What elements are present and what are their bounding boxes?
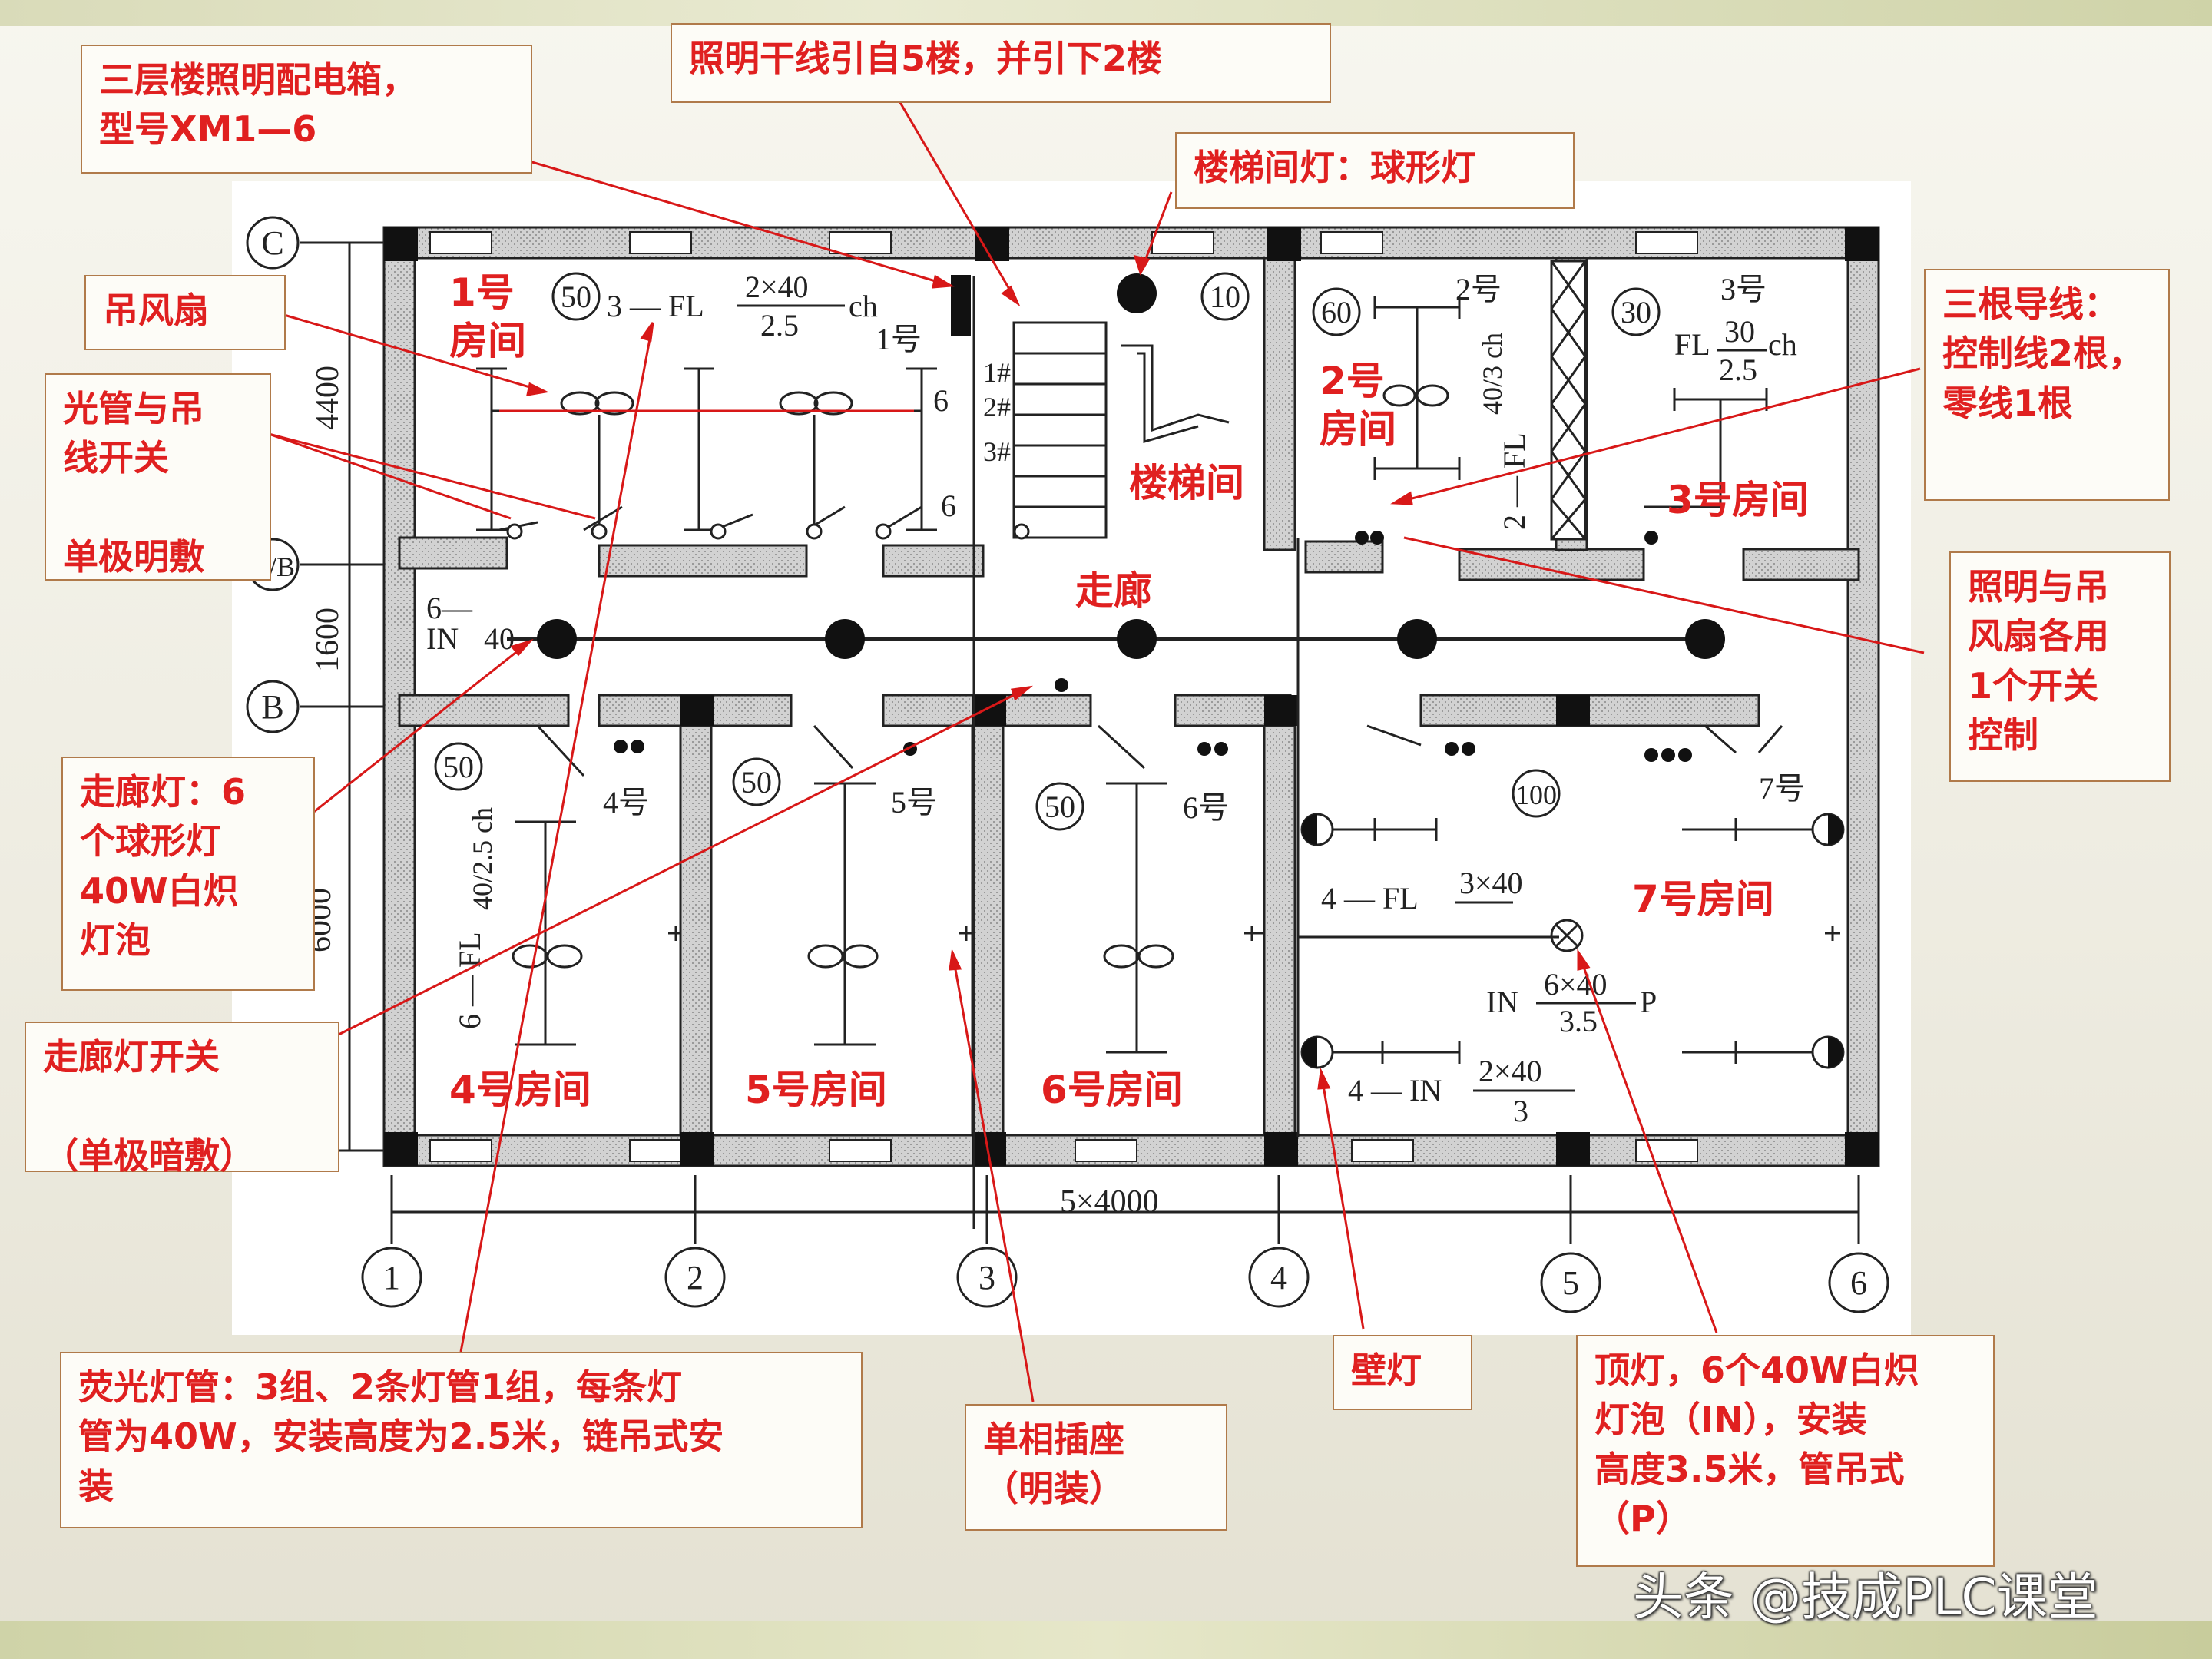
callout-shared-switch: 照明与吊 风扇各用 1个开关 控制 bbox=[1949, 551, 2171, 782]
pull-switches bbox=[506, 523, 1030, 540]
r7-no: 7号 bbox=[1759, 771, 1805, 806]
load-circles bbox=[434, 272, 1661, 831]
r4-no: 4号 bbox=[603, 785, 649, 820]
axis-label-1: 1 bbox=[383, 1259, 400, 1296]
corr-b: IN bbox=[426, 621, 459, 656]
axis-label-b: B bbox=[261, 688, 283, 726]
r7-in-bot: 3.5 bbox=[1559, 1004, 1598, 1038]
r3-load: 30 bbox=[1621, 295, 1651, 329]
r2-frac: 40/3 ch bbox=[1477, 333, 1508, 415]
r7-wall-bot: 3 bbox=[1513, 1094, 1528, 1128]
dim-span: 5×4000 bbox=[1060, 1184, 1159, 1220]
corr-a: 6— bbox=[426, 591, 473, 625]
r6-no: 6号 bbox=[1183, 790, 1229, 825]
dim-4400: 4400 bbox=[310, 366, 346, 430]
r3-frac-bot: 2.5 bbox=[1719, 353, 1757, 387]
r1-frac-bot: 2.5 bbox=[760, 308, 799, 343]
axis-label-3: 3 bbox=[979, 1259, 995, 1296]
r3-frac-top: 30 bbox=[1724, 314, 1755, 349]
stairwell-label: 楼梯间 bbox=[1129, 461, 1244, 505]
room4-label: 4号房间 bbox=[449, 1068, 591, 1112]
callout-pull-switch: 光管与吊 线开关 单极明敷 bbox=[45, 373, 271, 581]
callout-socket: 单相插座 （明装） bbox=[965, 1404, 1227, 1531]
dimension-lines bbox=[300, 241, 1860, 1244]
axis-label-5: 5 bbox=[1562, 1264, 1579, 1302]
callout-ceiling-lamp: 顶灯，6个40W白炽 灯泡（IN），安装 高度3.5米，管吊式 （P） bbox=[1576, 1335, 1995, 1567]
corridor-label: 走廊 bbox=[1075, 568, 1152, 613]
leader-lines bbox=[268, 99, 1925, 1402]
r7-wall-top: 2×40 bbox=[1479, 1054, 1542, 1088]
r3-no: 3号 bbox=[1720, 272, 1767, 306]
riser3: 3# bbox=[983, 436, 1011, 467]
top-decor-band bbox=[0, 0, 2212, 26]
r4-frac: 40/2.5 ch bbox=[467, 807, 498, 910]
riser2: 2# bbox=[983, 392, 1011, 422]
room1-label: 1号 房间 bbox=[449, 270, 526, 363]
r1-frac-top: 2×40 bbox=[745, 270, 809, 304]
room3-label: 3号房间 bbox=[1667, 478, 1809, 522]
room7-label: 7号房间 bbox=[1632, 877, 1774, 922]
r7-p: P bbox=[1640, 985, 1657, 1019]
wall-lamps bbox=[1300, 813, 1845, 1069]
r5-no: 5号 bbox=[891, 785, 937, 820]
stair-load: 10 bbox=[1210, 280, 1240, 314]
callout-ceiling-fan: 吊风扇 bbox=[84, 275, 286, 350]
r2-fixture: 2 — FL bbox=[1497, 432, 1532, 530]
r2-load: 60 bbox=[1321, 295, 1352, 329]
room6-label: 6号房间 bbox=[1041, 1068, 1183, 1112]
stairs bbox=[1012, 321, 1230, 539]
r7-fl-frac: 3×40 bbox=[1459, 866, 1523, 900]
shaft-hatch-lines bbox=[1550, 260, 1587, 540]
r5-load: 50 bbox=[741, 765, 772, 800]
stair-globe-lamp bbox=[1117, 273, 1157, 313]
riser1: 1# bbox=[983, 357, 1011, 388]
r7-in-top: 6×40 bbox=[1544, 967, 1608, 1002]
callout-distribution-box: 三层楼照明配电箱， 型号XM1—6 bbox=[81, 45, 532, 174]
watermark-text: 头条 @技成PLC课堂 bbox=[1633, 1568, 2098, 1627]
callout-main-line: 照明干线引自5楼，并引下2楼 bbox=[671, 23, 1331, 103]
axis-label-2: 2 bbox=[687, 1259, 704, 1296]
room5-label: 5号房间 bbox=[745, 1068, 887, 1112]
room2-switches bbox=[1355, 531, 1658, 545]
bottom-decor-band bbox=[0, 1621, 2212, 1659]
wire6-b: 6 bbox=[941, 488, 956, 523]
callout-stair-light: 楼梯间灯：球形灯 bbox=[1175, 132, 1575, 209]
r7-fl: 4 — FL bbox=[1321, 881, 1419, 916]
distribution-box bbox=[951, 275, 971, 336]
axis-label-c: C bbox=[261, 224, 283, 262]
r7-load: 100 bbox=[1515, 780, 1557, 810]
callout-three-wires: 三根导线： 控制线2根， 零线1根 bbox=[1924, 269, 2170, 501]
wire6-a: 6 bbox=[933, 383, 949, 418]
corr-c: 40 bbox=[484, 621, 515, 656]
r2-no: 2号 bbox=[1455, 272, 1502, 306]
r7-in: IN bbox=[1486, 985, 1518, 1019]
r1-fixture: 3 — FL bbox=[607, 289, 704, 323]
lower-switches bbox=[614, 678, 1692, 762]
box-no: 1号 bbox=[876, 322, 922, 356]
room2-label: 2号 房间 bbox=[1320, 359, 1396, 452]
lower-room-fixtures bbox=[512, 724, 1840, 1064]
r4-fixture: 6 — FL bbox=[452, 932, 487, 1029]
r6-load: 50 bbox=[1045, 790, 1075, 824]
dim-1600: 1600 bbox=[310, 608, 346, 672]
r7-wall: 4 — IN bbox=[1348, 1073, 1442, 1108]
room23-fixtures bbox=[1373, 296, 1768, 508]
callout-wall-lamp: 壁灯 bbox=[1333, 1335, 1472, 1410]
callout-fluorescent: 荧光灯管：3组、2条灯管1组，每条灯 管为40W，安装高度为2.5米，链吊式安 … bbox=[60, 1352, 863, 1528]
r1-load: 50 bbox=[561, 280, 591, 314]
corridor-lights bbox=[507, 273, 1725, 659]
r1-ch: ch bbox=[849, 289, 878, 323]
r3-fixture: FL bbox=[1674, 327, 1710, 362]
r3-ch: ch bbox=[1768, 327, 1797, 362]
callout-corridor-light: 走廊灯：6 个球形灯 40W白炽 灯泡 bbox=[61, 757, 315, 991]
callout-corridor-switch: 走廊灯开关 （单极暗敷） bbox=[25, 1022, 339, 1177]
axis-label-4: 4 bbox=[1270, 1259, 1287, 1296]
structural-columns bbox=[384, 227, 1879, 1166]
r4-load: 50 bbox=[443, 750, 474, 784]
axis-label-6: 6 bbox=[1850, 1264, 1867, 1302]
